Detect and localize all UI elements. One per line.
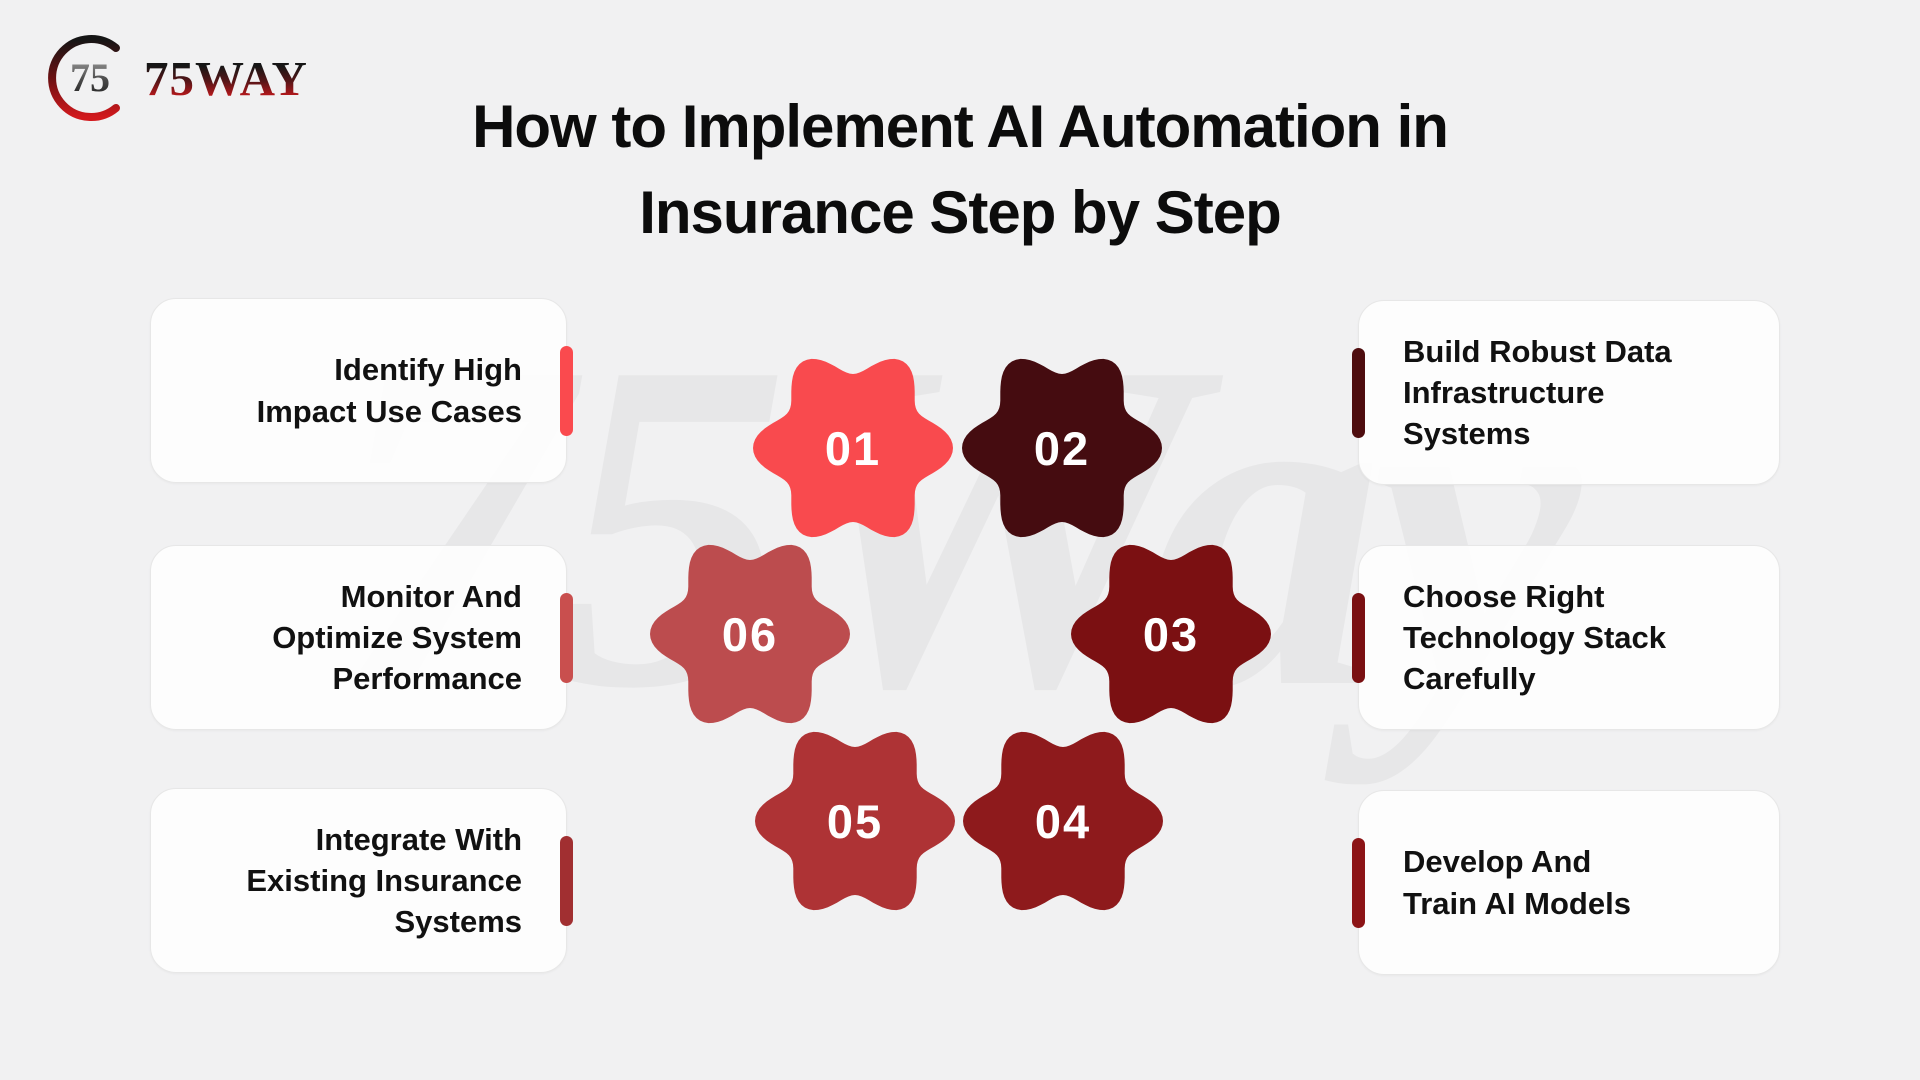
step-card-06: Monitor And Optimize System Performance	[150, 545, 573, 730]
flower-hexagon-icon	[1071, 544, 1271, 724]
page-title-line1: How to Implement AI Automation in	[472, 93, 1449, 160]
step-badge-02: 02	[962, 348, 1162, 548]
brand-logo: 75 75WAY	[40, 28, 308, 128]
page-title-line2: Insurance Step by Step	[639, 178, 1282, 246]
step-badge-05: 05	[755, 721, 955, 921]
page-title: How to Implement AI Automation in Insura…	[0, 84, 1920, 256]
step-badge-06: 06	[650, 534, 850, 734]
step-card-05-accent-bar	[560, 835, 573, 926]
step-badge-03-number: 03	[1142, 607, 1200, 661]
step-card-02-accent-bar	[1352, 347, 1365, 438]
flower-hexagon-icon	[753, 358, 953, 538]
step-card-02: Build Robust Data Infrastructure Systems	[1352, 300, 1780, 485]
step-card-03: Choose Right Technology Stack Carefully	[1352, 545, 1780, 730]
flower-hexagon-icon	[650, 544, 850, 724]
flower-hexagon-icon	[962, 358, 1162, 538]
logo-monogram: 75	[70, 55, 110, 100]
step-card-01-label: Identify High Impact Use Cases	[256, 352, 522, 429]
logo-crescent-icon: 75	[40, 28, 140, 128]
step-badge-01-number: 01	[824, 421, 882, 475]
step-card-05: Integrate With Existing Insurance System…	[150, 788, 573, 973]
step-card-03-label: Choose Right Technology Stack Carefully	[1403, 578, 1666, 697]
step-card-03-accent-bar	[1352, 592, 1365, 683]
flower-hexagon-icon	[755, 731, 955, 911]
flower-hexagon-icon	[963, 731, 1163, 911]
step-badge-04-number: 04	[1034, 794, 1092, 848]
step-card-04-label: Develop And Train AI Models	[1403, 844, 1631, 921]
step-badge-02-number: 02	[1033, 421, 1091, 475]
step-card-05-label: Integrate With Existing Insurance System…	[246, 821, 522, 940]
logo-brand-text: 75WAY	[144, 50, 308, 106]
step-badge-03: 03	[1071, 534, 1271, 734]
step-card-04: Develop And Train AI Models	[1352, 790, 1780, 975]
step-card-06-accent-bar	[560, 592, 573, 683]
step-badge-05-number: 05	[826, 794, 884, 848]
step-badge-01: 01	[753, 348, 953, 548]
step-badge-06-number: 06	[721, 607, 779, 661]
step-card-01-accent-bar	[560, 345, 573, 436]
step-card-01: Identify High Impact Use Cases	[150, 298, 573, 483]
step-card-02-label: Build Robust Data Infrastructure Systems	[1403, 333, 1672, 452]
step-card-04-accent-bar	[1352, 837, 1365, 928]
step-card-06-label: Monitor And Optimize System Performance	[272, 578, 522, 697]
step-badge-04: 04	[963, 721, 1163, 921]
